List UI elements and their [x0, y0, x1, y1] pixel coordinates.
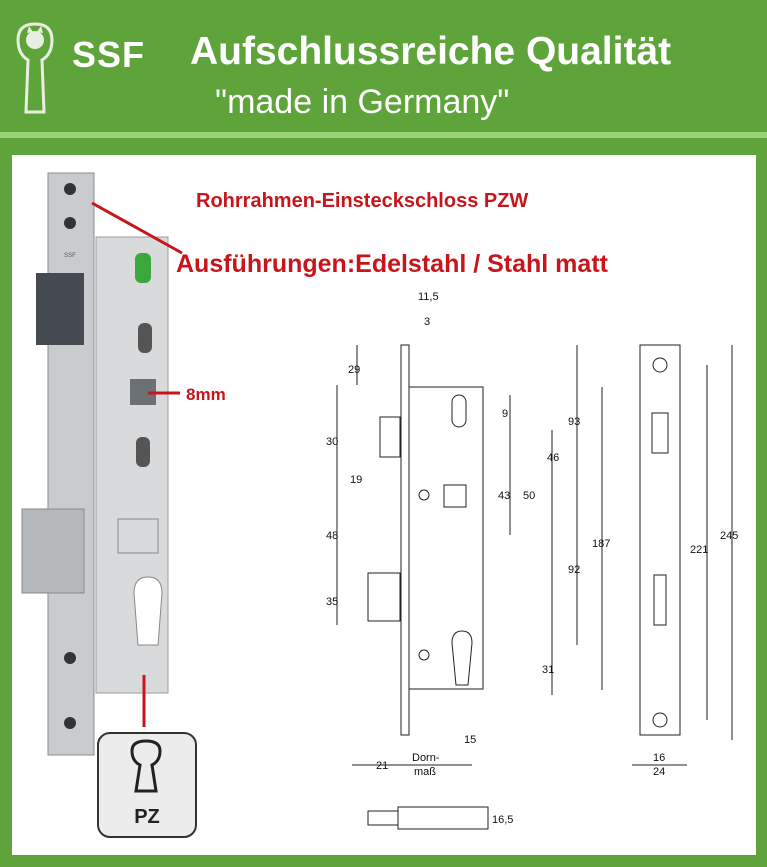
faceplate-hole	[64, 183, 76, 195]
header-divider	[0, 132, 767, 138]
cylinder-profile-icon	[130, 739, 162, 793]
dim-label: 15	[464, 734, 476, 746]
strike-screw	[652, 357, 668, 373]
dim-label: 3	[424, 316, 430, 328]
drawing-screw	[418, 489, 430, 501]
dim-label: 16,5	[492, 814, 513, 826]
faceplate-hole	[64, 717, 76, 729]
dim-label: 29	[348, 364, 360, 376]
faceplate-hole	[64, 652, 76, 664]
headline: Aufschlussreiche Qualität	[190, 30, 672, 73]
dim-label: 245	[720, 530, 738, 542]
dim-label: 9	[502, 408, 508, 420]
dim-label: 11,5	[418, 291, 439, 303]
drawing-latch	[379, 416, 401, 458]
drawing-cylinder	[451, 630, 473, 686]
pointer-line	[91, 201, 183, 255]
dim-label: 50	[523, 490, 535, 502]
case-slot	[136, 437, 150, 467]
strike-screw	[652, 712, 668, 728]
faceplate	[47, 172, 95, 756]
pz-badge	[97, 732, 197, 838]
dim-label: 30	[326, 436, 338, 448]
dimension-lines	[336, 345, 733, 766]
dim-label: maß	[414, 766, 436, 778]
dim-label: 187	[592, 538, 610, 550]
dim-label: 24	[653, 766, 665, 778]
dim-label: 31	[542, 664, 554, 676]
bottom-view-latch	[367, 810, 399, 826]
drawing-bolt	[367, 572, 401, 622]
strike-plate-drawing	[639, 344, 681, 736]
dim-label: 43	[498, 490, 510, 502]
latch-bolt	[36, 273, 84, 345]
drawing-faceplate	[400, 344, 410, 736]
case-window	[117, 518, 159, 554]
strike-opening	[651, 412, 669, 454]
dim-label: 21	[376, 760, 388, 772]
product-variants: Ausführungen:Edelstahl / Stahl matt	[176, 250, 609, 278]
dim-label: Dorn-	[412, 752, 440, 764]
case-slot	[138, 323, 152, 353]
cat-cylinder-logo-icon	[16, 22, 54, 114]
product-illustration: SSF PZ Rohrrahmen-Einsteckschloss PZW Au…	[21, 172, 738, 838]
green-plug	[135, 253, 151, 283]
dim-label: 46	[547, 452, 559, 464]
faceplate-hole	[64, 217, 76, 229]
strike-opening	[653, 574, 667, 626]
square-size-label: 8mm	[186, 385, 226, 404]
dim-label: 221	[690, 544, 708, 556]
dim-label: 92	[568, 564, 580, 576]
header: SSF Aufschlussreiche Qualität "made in G…	[0, 0, 767, 142]
subheadline: "made in Germany"	[215, 83, 510, 121]
drawing-screw	[418, 649, 430, 661]
plate-stamp: SSF	[64, 253, 76, 259]
cylinder-cutout	[133, 576, 163, 646]
bottom-view-drawing	[397, 806, 489, 830]
pz-badge-label: PZ	[134, 806, 160, 828]
dim-label: 19	[350, 474, 362, 486]
product-panel: SSF PZ Rohrrahmen-Einsteckschloss PZW Au…	[12, 155, 756, 855]
dead-bolt	[21, 508, 85, 594]
dim-label: 35	[326, 596, 338, 608]
drawing-slot	[451, 394, 467, 428]
dim-label: 16	[653, 752, 665, 764]
brand-name: SSF	[72, 34, 146, 75]
product-name: Rohrrahmen-Einsteckschloss PZW	[196, 190, 528, 212]
dim-label: 93	[568, 416, 580, 428]
dim-label: 48	[326, 530, 338, 542]
drawing-follower	[443, 484, 467, 508]
